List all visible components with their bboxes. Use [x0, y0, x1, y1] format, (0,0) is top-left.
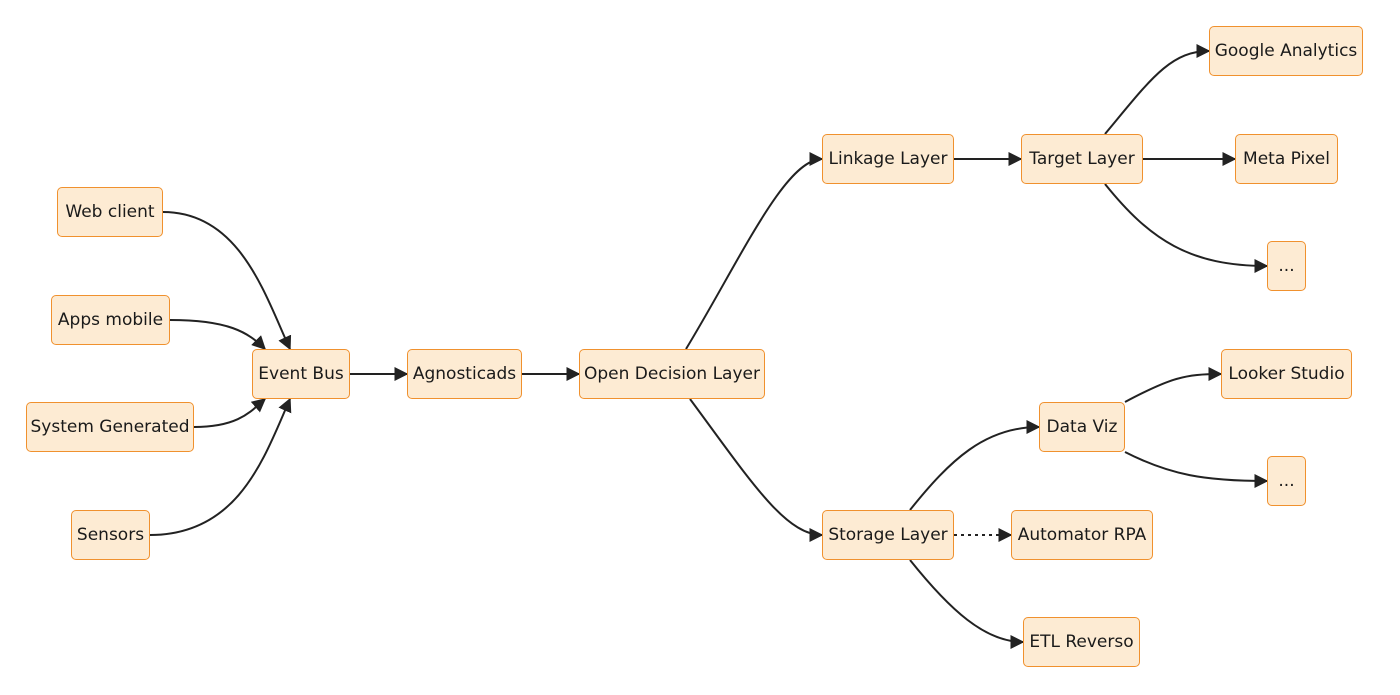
edge-open-decision-layer-to-storage-layer — [689, 398, 824, 542]
node-google-analytics: Google Analytics — [1209, 26, 1363, 76]
edge-storage-layer-to-data-viz — [909, 420, 1041, 511]
edge-data-viz-to-looker-studio — [1124, 367, 1223, 403]
node-web-client: Web client — [57, 187, 163, 237]
edge-web-client-to-event-bus — [162, 211, 292, 351]
node-event-bus: Event Bus — [252, 349, 350, 399]
edge-data-viz-to-dataviz-more — [1124, 451, 1269, 488]
node-automator-rpa: Automator RPA — [1011, 510, 1153, 560]
edge-apps-mobile-to-event-bus — [169, 319, 266, 350]
node-etl-reverso: ETL Reverso — [1023, 617, 1140, 667]
node-meta-pixel: Meta Pixel — [1235, 134, 1338, 184]
node-data-viz: Data Viz — [1039, 402, 1125, 452]
edge-target-layer-to-target-more — [1104, 183, 1269, 273]
node-sensors: Sensors — [71, 510, 150, 560]
edge-storage-layer-to-etl-reverso — [909, 559, 1025, 649]
edge-system-generated-to-event-bus — [193, 398, 267, 428]
edge-open-decision-layer-to-linkage-layer — [685, 152, 824, 350]
edge-target-layer-to-google-analytics — [1104, 44, 1211, 135]
node-storage-layer: Storage Layer — [822, 510, 954, 560]
node-target-layer: Target Layer — [1021, 134, 1143, 184]
node-looker-studio: Looker Studio — [1221, 349, 1352, 399]
node-open-decision-layer: Open Decision Layer — [579, 349, 765, 399]
node-agnosticads: Agnosticads — [407, 349, 522, 399]
node-system-generated: System Generated — [26, 402, 194, 452]
node-dataviz-more: ... — [1267, 456, 1306, 506]
node-linkage-layer: Linkage Layer — [822, 134, 954, 184]
node-apps-mobile: Apps mobile — [51, 295, 170, 345]
node-target-more: ... — [1267, 241, 1306, 291]
edge-sensors-to-event-bus — [149, 397, 292, 536]
